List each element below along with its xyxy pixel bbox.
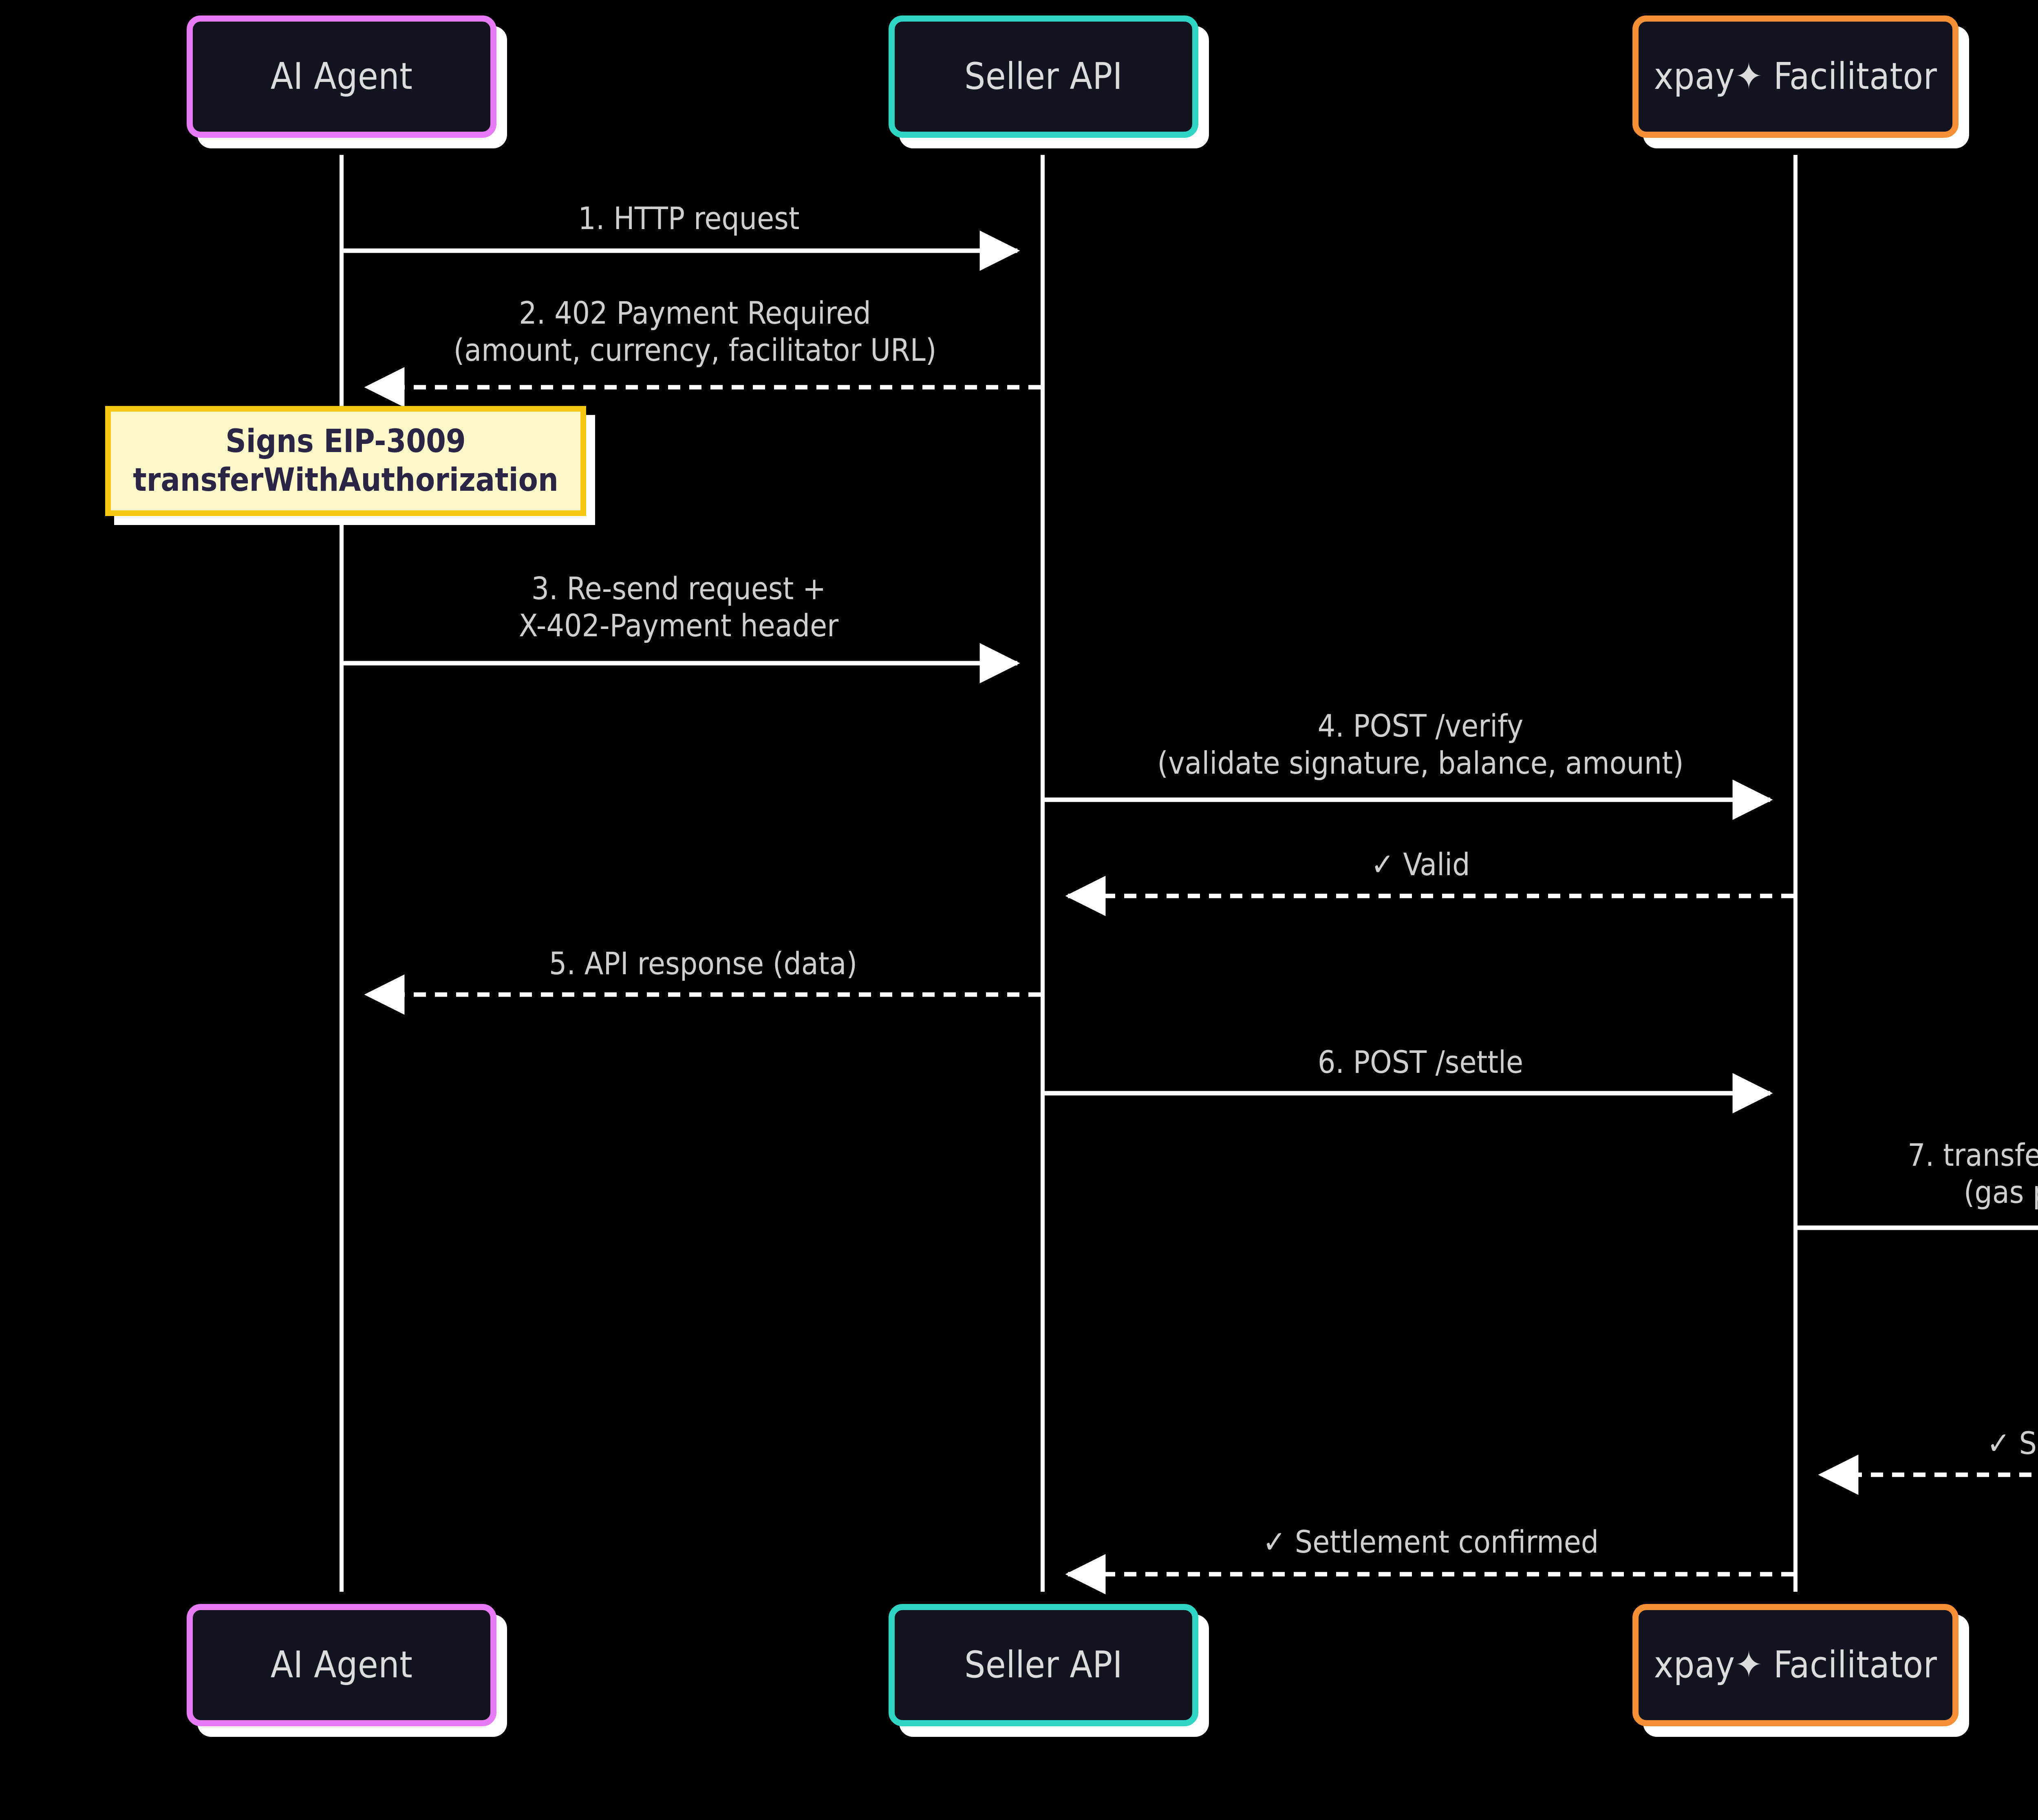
message-label-post-verify: 4. POST /verify (validate signature, bal…: [1157, 707, 1683, 781]
actor-box-seller-bottom[interactable]: Seller API: [889, 1604, 1198, 1726]
message-label-402-payment-required: 2. 402 Payment Required (amount, currenc…: [454, 294, 937, 368]
message-line-2: X-402-Payment header: [518, 607, 839, 644]
actor-box-agent-top[interactable]: AI Agent: [187, 15, 496, 138]
note-signs-eip3009: Signs EIP-3009 transferWithAuthorization: [105, 406, 586, 516]
message-label-resend-request: 3. Re-send request + X-402-Payment heade…: [519, 570, 839, 644]
actor-label-agent: AI Agent: [270, 55, 413, 98]
message-label-post-settle: 6. POST /settle: [1318, 1043, 1523, 1081]
note-line-1: Signs EIP-3009: [225, 423, 466, 460]
actor-box-facilitator-bottom[interactable]: xpay✦ Facilitator: [1632, 1604, 1959, 1726]
message-line-1: 2. 402 Payment Required: [519, 295, 871, 331]
message-line-2: (gas paid by xpay✦): [1963, 1174, 2038, 1211]
message-line-2: (validate signature, balance, amount): [1157, 745, 1684, 781]
message-line-2: (amount, currency, facilitator URL): [453, 332, 937, 368]
message-line-1: 5. API response (data): [549, 945, 858, 982]
actor-box-seller-top[interactable]: Seller API: [889, 15, 1198, 138]
actor-box-agent-bottom[interactable]: AI Agent: [187, 1604, 496, 1726]
message-line-1: ✓ Settlement confirmed: [1262, 1524, 1599, 1560]
actor-label-agent-bottom: AI Agent: [270, 1643, 413, 1686]
message-line-1: 4. POST /verify: [1317, 708, 1524, 744]
message-label-settled-tx-hash: ✓ Settled (tx hash): [1987, 1425, 2038, 1462]
message-line-1: 7. transferWithAuthorization: [1908, 1137, 2038, 1173]
message-line-1: ✓ Settled (tx hash): [1987, 1425, 2038, 1461]
message-line-1: 6. POST /settle: [1317, 1044, 1524, 1080]
message-label-transfer-with-authorization: 7. transferWithAuthorization (gas paid b…: [1908, 1136, 2038, 1211]
actor-label-facilitator: xpay✦ Facilitator: [1654, 55, 1937, 98]
actor-label-seller-bottom: Seller API: [964, 1643, 1123, 1686]
actor-label-seller: Seller API: [964, 55, 1123, 98]
message-line-1: 1. HTTP request: [578, 200, 800, 236]
message-line-1: 3. Re-send request +: [531, 570, 826, 607]
message-label-valid: ✓ Valid: [1371, 846, 1470, 883]
actor-label-facilitator-bottom: xpay✦ Facilitator: [1654, 1643, 1937, 1686]
note-line-2: transferWithAuthorization: [133, 462, 558, 499]
message-label-settlement-confirmed: ✓ Settlement confirmed: [1263, 1523, 1599, 1560]
message-line-1: ✓ Valid: [1371, 846, 1470, 882]
message-label-http-request: 1. HTTP request: [578, 200, 799, 237]
actor-box-facilitator-top[interactable]: xpay✦ Facilitator: [1632, 15, 1959, 138]
message-label-api-response: 5. API response (data): [549, 945, 857, 982]
